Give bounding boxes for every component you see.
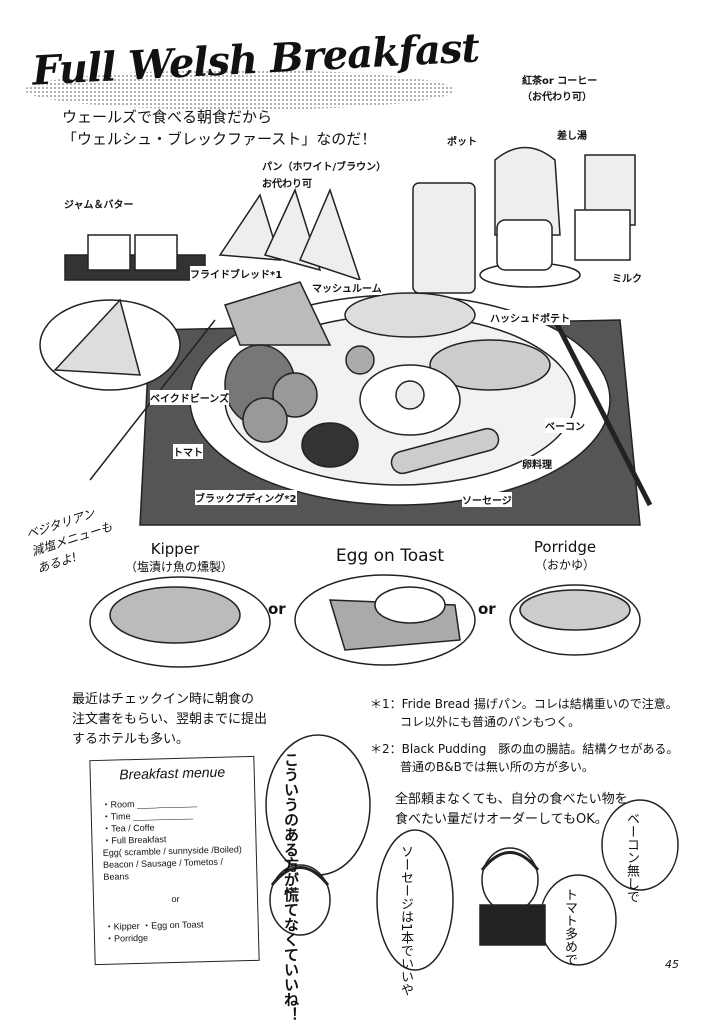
intro-line: ウェールズで食べる朝食だから <box>62 108 273 126</box>
speech-bubble-bacon <box>601 799 679 891</box>
label-fried-bread: フライドブレッド*1 <box>190 266 283 281</box>
label-hash: ハッシュドポテト <box>490 310 570 325</box>
option-porridge: Porridge （おかゆ） <box>525 538 605 573</box>
text-line: ＊1：Fride Bread 揚げパン。コレは結構重いので注意。 <box>370 697 678 711</box>
option-name: Porridge <box>533 538 597 556</box>
order-text: 全部頼まなくても、自分の食べたい物を食べたい量だけオーダーしてもOK。 <box>395 790 628 830</box>
bubble-text-tomato: トマト多めで <box>562 888 577 966</box>
porridge-bowl <box>509 584 641 656</box>
text-line: 普通のB&Bでは無い所の方が多い。 <box>400 760 594 774</box>
label-mushroom: マッシュルーム <box>312 280 382 295</box>
left-text: 最近はチェックイン時に朝食の注文書をもらい、翌朝までに提出するホテルも多い。 <box>72 690 267 750</box>
intro-text: ウェールズで食べる朝食だから「ウェルシュ・ブレックファースト」なのだ！ <box>62 106 376 150</box>
fried-bread <box>224 281 332 346</box>
speech-bubble-sausage <box>376 829 454 971</box>
text-line: 注文書をもらい、翌朝までに提出 <box>72 712 268 727</box>
bubble-text-left: こういうのある方が慌てなくていいね！ <box>280 752 302 1022</box>
speech-bubble-tomato <box>539 874 617 966</box>
hash-potato <box>344 292 476 338</box>
title-halftone <box>25 70 455 110</box>
tomato <box>272 372 318 418</box>
label-bread-refill: お代わり可 <box>262 179 312 190</box>
menu-line: Beans <box>103 871 130 882</box>
bubble-text-bacon: ベーコン無しで <box>624 812 639 903</box>
toast-rack <box>218 187 362 282</box>
knife <box>552 318 653 507</box>
milk-jug <box>574 209 631 261</box>
breakfast-menu-card: Breakfast menue ・Room ____________ ・Time… <box>89 755 260 966</box>
kipper-plate <box>89 576 271 668</box>
label-jam: ジャム＆バター <box>64 200 134 211</box>
label-milk: ミルク <box>612 274 642 285</box>
mushroom <box>345 345 375 375</box>
text-line: 食べたい量だけオーダーしてもOK。 <box>395 812 608 827</box>
bubble-text-sausage: ソーセージは1本でいいや <box>398 845 413 997</box>
text-line: 最近はチェックイン時に朝食の <box>72 692 255 707</box>
option-kipper: Kipper （塩漬け魚の燻製） <box>125 540 234 575</box>
text-line: するホテルも多い。 <box>72 732 190 747</box>
footnote-1: ＊1：Fride Bread 揚げパン。コレは結構重いので注意。コレ以外にも普通… <box>370 695 678 731</box>
sausage <box>390 427 500 475</box>
label-egg: 卵料理 <box>522 456 552 471</box>
footnote-2: ＊2：Black Pudding 豚の血の腸詰。結構クセがある。普通のB&Bでは… <box>370 740 678 776</box>
option-sub: （おかゆ） <box>534 558 595 572</box>
bacon <box>429 339 551 391</box>
page-number: 45 <box>665 958 679 971</box>
label-bread: パン（ホワイト/ブラウン） <box>262 162 387 173</box>
label-hot-water: 差し湯 <box>557 131 587 142</box>
or-label: or <box>268 600 286 618</box>
text-line: 全部頼まなくても、自分の食べたい物を <box>395 792 628 807</box>
label-drink-refill: （お代わり可） <box>522 92 592 103</box>
menu-line: ・Porridge <box>104 932 149 944</box>
menu-or: or <box>171 893 180 905</box>
egg-toast-plate <box>294 574 476 666</box>
menu-title: Breakfast menue <box>119 763 226 783</box>
option-sub: （塩漬け魚の燻製） <box>125 560 234 574</box>
label-sausage: ソーセージ <box>462 492 512 507</box>
black-pudding <box>301 422 359 468</box>
label-tomato: トマト <box>173 444 203 459</box>
hot-water-jug <box>584 154 636 226</box>
tea-cup <box>496 219 553 271</box>
intro-line: 「ウェルシュ・ブレックファースト」なのだ！ <box>62 130 377 148</box>
option-egg-on-toast: Egg on Toast <box>335 546 445 566</box>
option-name: Kipper <box>150 540 200 558</box>
character-right <box>479 847 546 946</box>
character-left <box>269 864 331 936</box>
label-bacon: ベーコン <box>545 418 585 433</box>
jam-butter <box>64 234 206 281</box>
or-label: or <box>478 600 496 618</box>
juice-glass <box>412 182 476 294</box>
tea-pot <box>494 146 561 236</box>
label-beans: ベイクドビーンズ <box>150 390 230 405</box>
text-line: コレ以外にも普通のパンもつく。 <box>400 715 581 729</box>
label-pudding: ブラックプディング*2 <box>195 490 297 505</box>
label-drink: 紅茶or コーヒー <box>522 76 598 87</box>
label-pot: ポット <box>447 137 477 148</box>
text-line: ＊2：Black Pudding 豚の血の腸詰。結構クセがある。 <box>370 742 679 756</box>
